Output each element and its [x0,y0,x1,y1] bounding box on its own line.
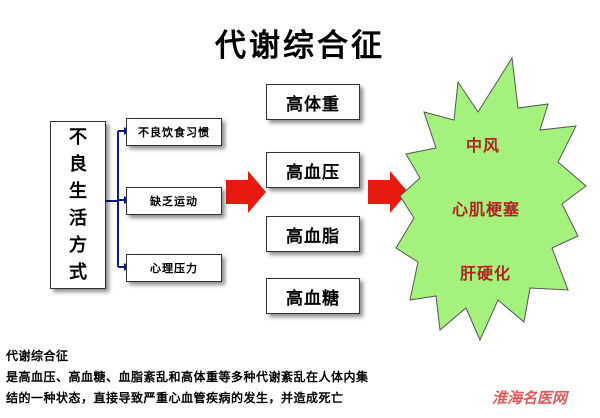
cause-box-diet: 不良饮食习惯 [126,118,222,146]
condition-box-blood-lipids: 高血脂 [266,216,360,252]
cause-label: 不良饮食习惯 [138,126,210,139]
cause-label: 心理压力 [150,262,198,275]
condition-box-blood-sugar: 高血糖 [266,278,360,314]
cause-box-exercise: 缺乏运动 [126,187,222,215]
connector-lines [105,130,124,268]
green-burst [395,56,587,342]
condition-box-weight: 高体重 [266,84,360,120]
lifestyle-box: 不良生活方式 [50,121,106,289]
disease-myocardial-infarction: 心肌梗塞 [452,200,521,219]
site-watermark: 淮海名医网 [492,389,568,407]
red-arrow-2 [368,171,408,213]
disease-cirrhosis: 肝硬化 [460,264,512,283]
note-line-1: 是高血压、高血糖、血脂紊乱和高体重等多种代谢紊乱在人体内集 [6,370,369,384]
condition-label: 高血压 [286,162,340,183]
note-line-2: 结的一种状态，直接导致严重心血管疾病的发生，并造成死亡 [6,391,344,405]
definition-note: 代谢综合征 是高血压、高血糖、血脂紊乱和高体重等多种代谢紊乱在人体内集 结的一种… [6,346,566,409]
red-arrow-1 [226,171,266,213]
condition-label: 高血糖 [286,288,340,309]
cause-label: 缺乏运动 [150,195,198,208]
disease-stroke: 中风 [466,136,501,155]
diagram-title: 代谢综合征 [215,28,385,64]
condition-label: 高体重 [286,94,340,115]
condition-box-blood-pressure: 高血压 [266,152,360,188]
condition-label: 高血脂 [286,226,340,247]
note-heading: 代谢综合征 [6,349,69,363]
cause-box-stress: 心理压力 [126,254,222,282]
lifestyle-label: 不良生活方式 [69,127,87,283]
